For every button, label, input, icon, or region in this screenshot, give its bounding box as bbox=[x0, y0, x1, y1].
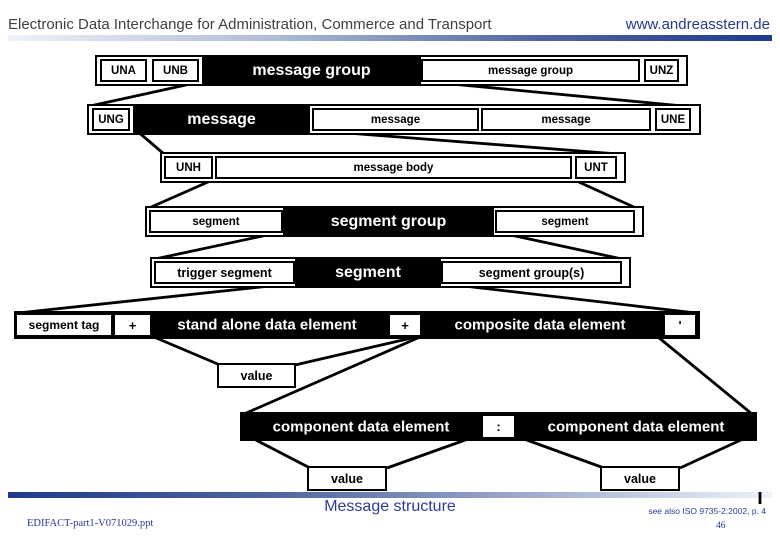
unb-box: UNB bbox=[152, 59, 199, 82]
connector bbox=[17, 281, 299, 315]
composite-row: component data element : component data … bbox=[240, 412, 757, 441]
component-data-element-right-label: component data element bbox=[547, 418, 725, 435]
segment-right-box: segment bbox=[495, 210, 635, 233]
page-number: 46 bbox=[716, 521, 726, 531]
una-box: UNA bbox=[100, 59, 147, 82]
plus-separator-box-2: + bbox=[390, 315, 420, 335]
iso-reference: see also ISO 9735-2:2002, p. 4 bbox=[648, 506, 766, 516]
colon-separator-box: : bbox=[483, 416, 514, 437]
message-group-selected-label: message group bbox=[252, 61, 371, 79]
segment-selected-label: segment bbox=[335, 263, 401, 281]
value-left-box: value bbox=[307, 466, 387, 491]
file-name: EDIFACT-part1-V071029.ppt bbox=[27, 518, 154, 529]
message-group-box: message group bbox=[421, 59, 640, 82]
segment-group-selected-label: segment group bbox=[330, 212, 447, 230]
segment-row: segment tag + stand alone data element +… bbox=[14, 311, 700, 339]
connector bbox=[153, 335, 221, 367]
segment-left-box: segment bbox=[149, 210, 283, 233]
connector bbox=[679, 437, 744, 470]
component-data-element-left-label: component data element bbox=[272, 418, 450, 435]
value-box: value bbox=[217, 363, 296, 388]
message-body-box: message body bbox=[215, 156, 572, 179]
website-link[interactable]: www.andreasstern.de bbox=[625, 16, 770, 33]
composite-data-element-label: composite data element bbox=[454, 316, 626, 334]
segment-group-row: segment trigger segment segment group(s) bbox=[150, 257, 631, 288]
message-selected-box: message bbox=[133, 106, 310, 133]
footer-gradient-bar bbox=[8, 492, 772, 498]
connector bbox=[569, 176, 637, 210]
stand-alone-data-element-label: stand alone data element bbox=[177, 316, 357, 334]
connector bbox=[294, 335, 417, 367]
segment-terminator-box: ' bbox=[665, 315, 695, 335]
une-box: UNE bbox=[655, 108, 691, 131]
connector bbox=[253, 437, 311, 470]
connector bbox=[437, 281, 697, 315]
segment-group-selected-box: segment group bbox=[283, 208, 494, 235]
segment-selected-box: segment bbox=[295, 259, 441, 286]
message-group-row: message UNG message message UNE bbox=[87, 104, 701, 135]
message-selected-label: message bbox=[187, 110, 256, 128]
ung-box: UNG bbox=[92, 108, 130, 131]
page-title: Electronic Data Interchange for Administ… bbox=[8, 16, 492, 33]
interchange-row: message group UNA UNB message group UNZ bbox=[95, 55, 688, 86]
message-3-box: message bbox=[481, 108, 651, 131]
message-row: UNH message body UNT bbox=[160, 152, 626, 183]
segment-tag-box: segment tag bbox=[17, 315, 111, 335]
value-right-box: value bbox=[600, 466, 680, 491]
unt-box: UNT bbox=[575, 156, 617, 179]
message-2-box: message bbox=[312, 108, 479, 131]
header-gradient-bar bbox=[8, 35, 772, 41]
slide-caption: Message structure bbox=[324, 498, 456, 515]
connector bbox=[243, 335, 421, 416]
message-body-row: segment group segment segment bbox=[145, 206, 644, 237]
unh-box: UNH bbox=[164, 156, 213, 179]
message-group-selected-box: message group bbox=[202, 57, 421, 84]
unz-box: UNZ bbox=[644, 59, 679, 82]
trigger-segment-box: trigger segment bbox=[154, 261, 295, 284]
connector bbox=[386, 437, 469, 470]
plus-separator-box-1: + bbox=[115, 315, 150, 335]
connector bbox=[148, 176, 218, 210]
connector bbox=[657, 335, 753, 416]
connector bbox=[523, 437, 605, 470]
segment-groups-box: segment group(s) bbox=[441, 261, 622, 284]
